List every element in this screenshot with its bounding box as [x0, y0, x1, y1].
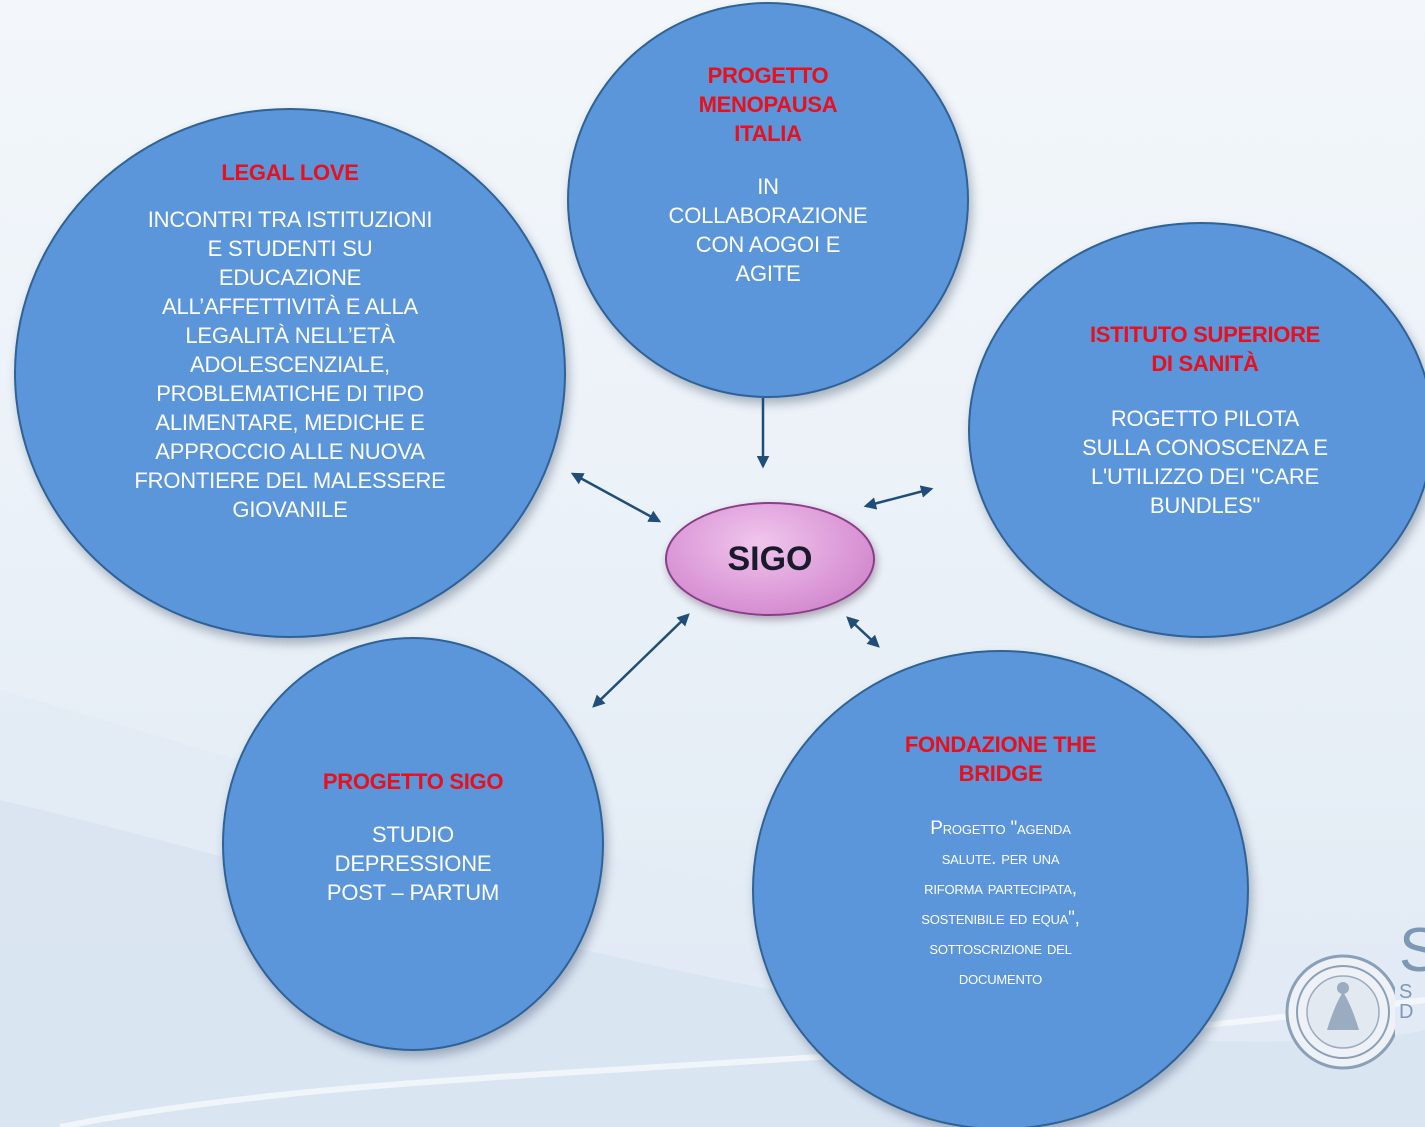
node-iss-body: ROGETTO PILOTA SULLA CONOSCENZA E L'UTIL… — [1082, 406, 1328, 518]
node-the-bridge-body: Progetto "agenda salute. per una riforma… — [921, 818, 1080, 989]
node-menopausa-body: IN COLLABORAZIONE CON AOGOI E AGITE — [668, 174, 868, 286]
node-menopausa: PROGETTO MENOPAUSA ITALIA IN COLLABORAZI… — [567, 2, 969, 398]
logo-big-letter: S — [1399, 916, 1425, 985]
sigo-logo: S S D — [1283, 920, 1425, 1080]
node-progetto-sigo: PROGETTO SIGO STUDIO DEPRESSIONE POST – … — [222, 637, 604, 1051]
logo-letters: S S D — [1399, 916, 1425, 1023]
node-progetto-sigo-body: STUDIO DEPRESSIONE POST – PARTUM — [326, 822, 500, 905]
logo-line1: S — [1399, 981, 1413, 1003]
logo-line2: D — [1399, 1001, 1414, 1023]
node-menopausa-title: PROGETTO MENOPAUSA ITALIA — [698, 63, 838, 146]
node-the-bridge-title: FONDAZIONE THE BRIDGE — [904, 732, 1097, 786]
node-progetto-sigo-title: PROGETTO SIGO — [322, 769, 504, 794]
center-node-label: SIGO — [727, 539, 813, 578]
node-iss: ISTITUTO SUPERIORE DI SANITÀ ROGETTO PIL… — [968, 222, 1425, 638]
center-node-sigo: SIGO — [665, 502, 875, 616]
node-the-bridge: FONDAZIONE THE BRIDGE Progetto "agenda s… — [752, 650, 1249, 1127]
node-iss-title: ISTITUTO SUPERIORE DI SANITÀ — [1089, 322, 1321, 376]
seal-icon — [1285, 954, 1395, 1070]
node-legal-love-body: INCONTRI TRA ISTITUZIONI E STUDENTI SU E… — [134, 207, 446, 522]
node-legal-love-title: LEGAL LOVE — [221, 160, 359, 185]
node-legal-love: LEGAL LOVE INCONTRI TRA ISTITUZIONI E ST… — [14, 108, 566, 638]
